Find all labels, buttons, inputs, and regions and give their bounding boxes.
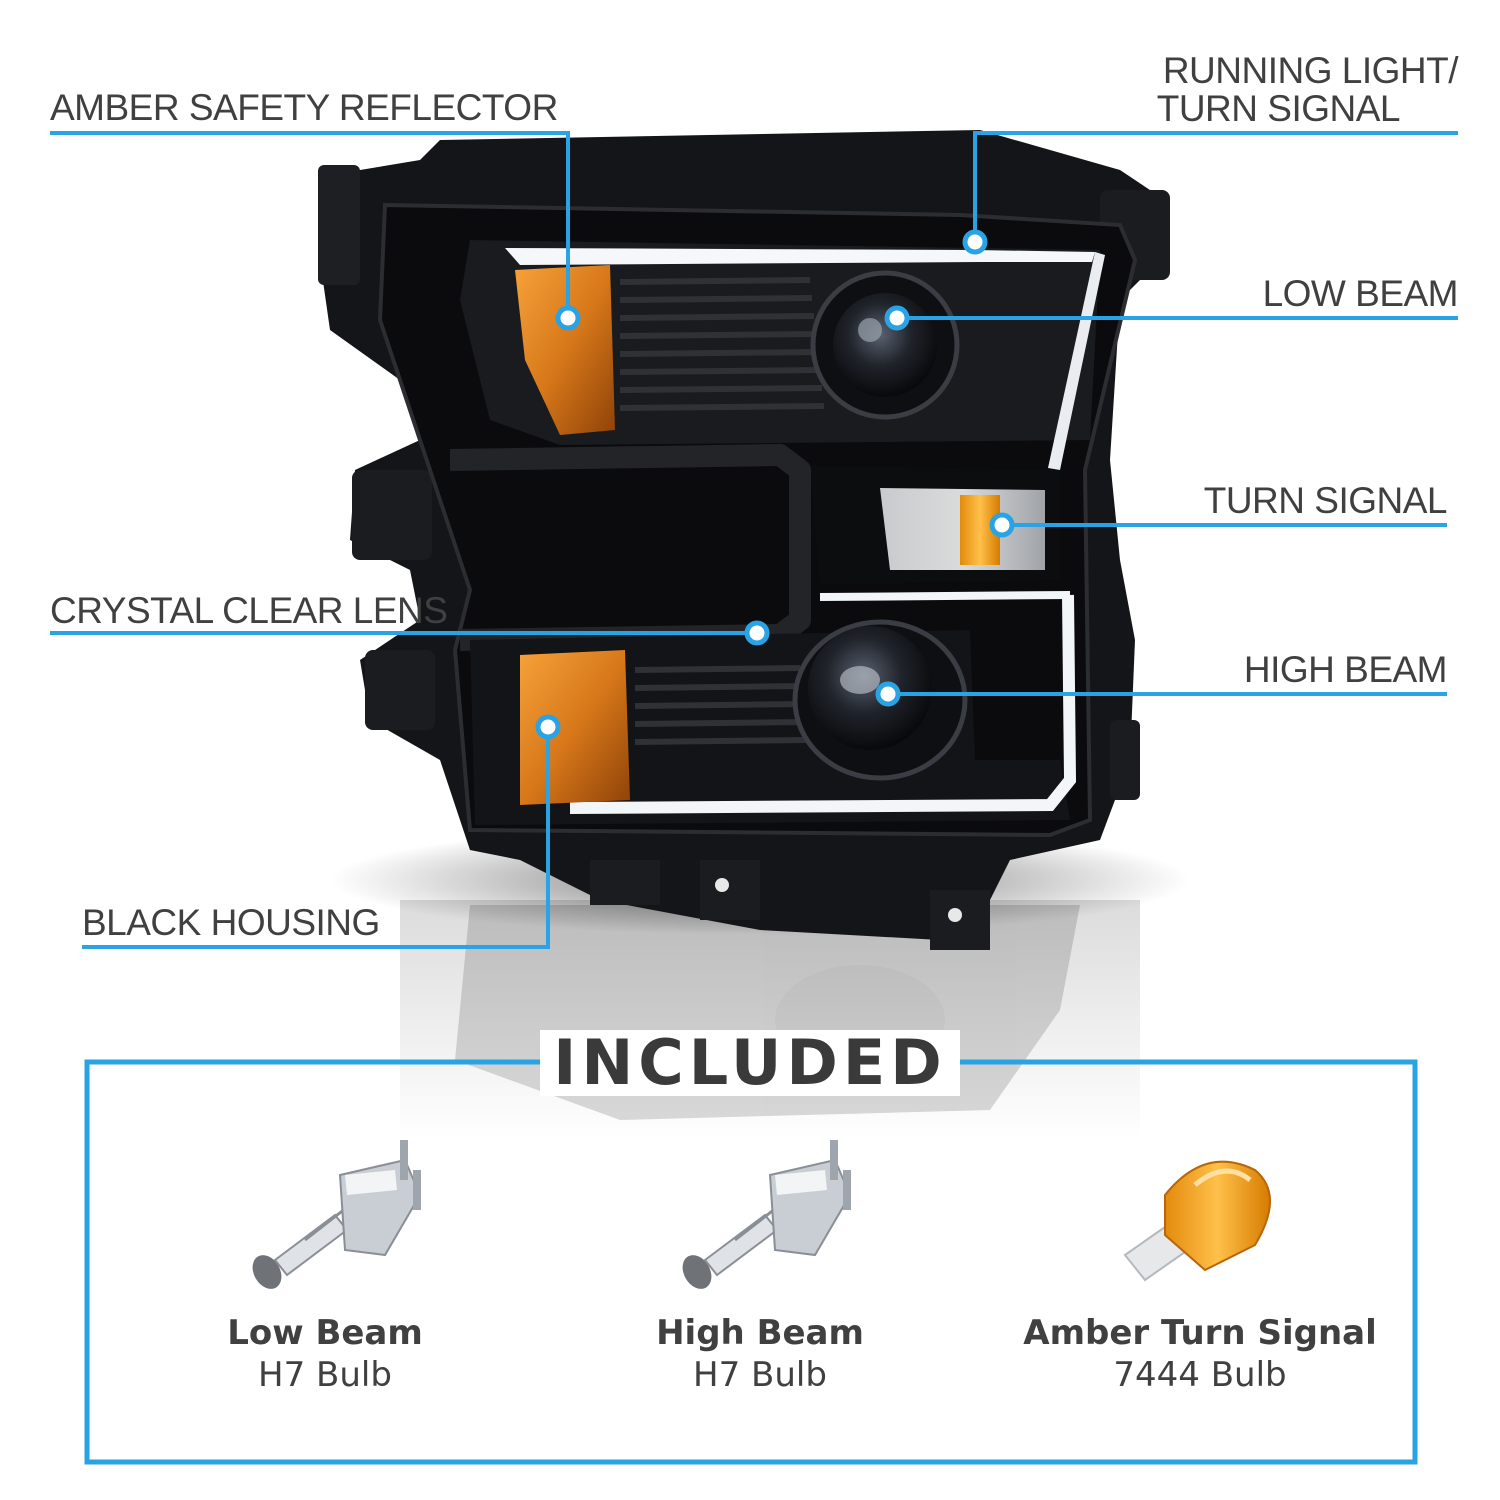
callout-running-light-line2: TURN SIGNAL: [1156, 88, 1401, 129]
callout-lines: [50, 131, 1458, 949]
callout-high-beam: HIGH BEAM: [1243, 649, 1448, 690]
callout-black-housing: BLACK HOUSING: [82, 902, 380, 943]
included-box: [84, 1059, 1418, 1465]
callout-amber-safety-reflector: AMBER SAFETY REFLECTOR: [50, 87, 558, 128]
included-title: INCLUDED: [540, 1030, 960, 1096]
amber-wedge-bulb-icon: [1123, 1160, 1271, 1282]
bulb-type: H7 Bulb: [693, 1355, 827, 1395]
bulb-type: 7444 Bulb: [1113, 1355, 1287, 1395]
reflection-fade: [400, 900, 1140, 1140]
bulb-name: Amber Turn Signal: [1023, 1313, 1377, 1353]
callout-running-light-line1: RUNNING LIGHT/: [1162, 50, 1459, 91]
bulb-type: H7 Bulb: [258, 1355, 392, 1395]
headlight-body: [318, 130, 1170, 950]
bulb-name: High Beam: [656, 1313, 864, 1353]
callout-low-beam: LOW BEAM: [1262, 273, 1459, 314]
h7-bulb-icon: [682, 1140, 852, 1289]
bulb-name: Low Beam: [227, 1313, 423, 1353]
amber-reflector-upper: [515, 265, 615, 435]
callout-turn-signal: TURN SIGNAL: [1203, 480, 1448, 521]
bulb-caption-high-beam: High Beam H7 Bulb: [560, 1312, 960, 1396]
callout-crystal-clear-lens: CRYSTAL CLEAR LENS: [50, 590, 448, 631]
h7-bulb-icon: [252, 1140, 422, 1289]
bulb-caption-low-beam: Low Beam H7 Bulb: [125, 1312, 525, 1396]
callout-dots: [535, 229, 1015, 740]
bulb-caption-amber-turn-signal: Amber Turn Signal 7444 Bulb: [1000, 1312, 1400, 1396]
